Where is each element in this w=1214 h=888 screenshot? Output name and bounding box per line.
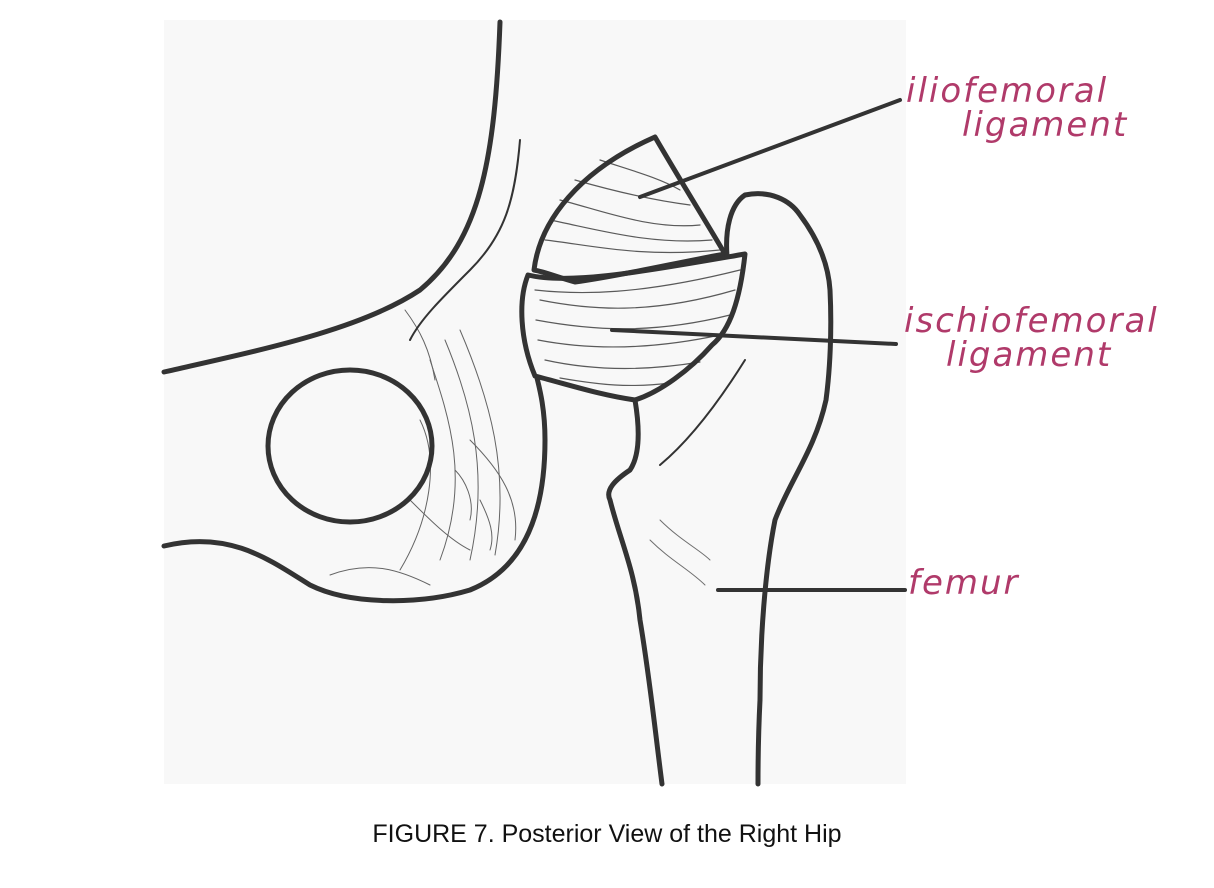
ischiofemoral-label-line-1: ischiofemoral: [904, 301, 1159, 341]
femur-inner-line: [659, 359, 746, 466]
iliofemoral-leader-line: [638, 98, 902, 199]
ischiofemoral-ligament-region: [519, 251, 748, 403]
ischiofemoral-leader-line: [610, 328, 898, 346]
femur-medial-outline: [606, 397, 665, 787]
femur-label-text: femur: [908, 563, 1020, 603]
drawing-panel: [164, 20, 906, 784]
ischium-outline: [161, 375, 548, 604]
ligament-fibers: [534, 159, 741, 387]
femur-label: femur: [908, 566, 1020, 600]
ischium-texture: [329, 309, 517, 586]
obturator-foramen: [265, 367, 435, 525]
figure-caption: FIGURE 7. Posterior View of the Right Hi…: [372, 820, 842, 848]
ischiofemoral-ligament-label: ischiofemoral ligament: [904, 304, 1159, 372]
greater-trochanter-outline: [724, 191, 834, 787]
ilium-inner-line: [409, 139, 521, 341]
iliofemoral-ligament-region: [531, 134, 728, 285]
iliofemoral-label-line-1: iliofemoral: [906, 71, 1109, 111]
ilium-upper-outline: [161, 19, 503, 375]
iliofemoral-label-line-2: ligament: [962, 105, 1129, 145]
femur-shaft-shading: [649, 519, 711, 586]
ischiofemoral-label-line-2: ligament: [946, 335, 1113, 375]
iliofemoral-ligament-label: iliofemoral ligament: [906, 74, 1128, 142]
